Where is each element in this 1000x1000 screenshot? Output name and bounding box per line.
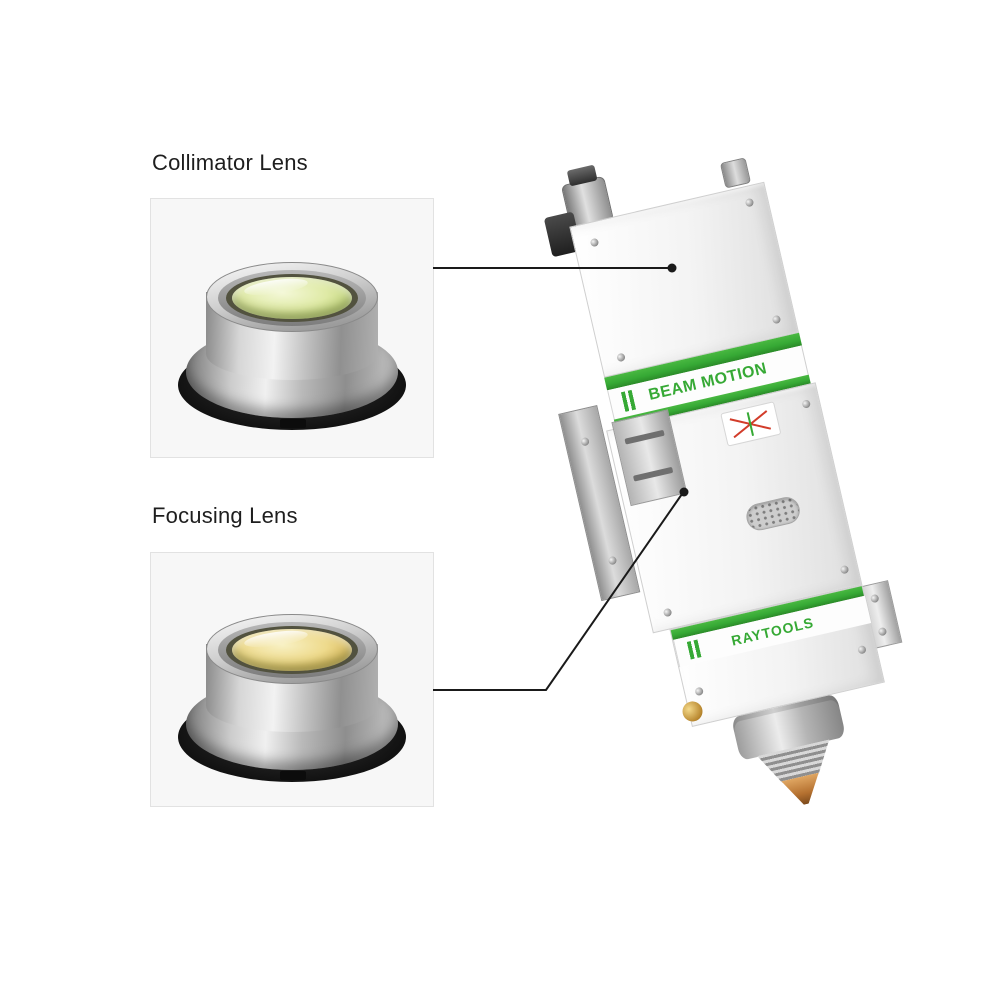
screw bbox=[771, 314, 782, 325]
focusing-lens-photo bbox=[150, 552, 434, 807]
screw bbox=[662, 607, 673, 618]
focusing-lens-image bbox=[176, 574, 408, 786]
lens-notch bbox=[280, 419, 306, 428]
screw bbox=[877, 626, 888, 637]
focusing-lens-label: Focusing Lens bbox=[152, 503, 298, 528]
screw bbox=[801, 399, 812, 409]
screw bbox=[694, 686, 704, 697]
screw bbox=[839, 564, 850, 575]
collimator-lens-label: Collimator Lens bbox=[152, 150, 308, 175]
screw bbox=[580, 436, 590, 447]
collimator-lens-image bbox=[176, 222, 408, 434]
screw bbox=[869, 593, 880, 604]
screw bbox=[589, 237, 600, 248]
top-port bbox=[719, 157, 752, 189]
screw bbox=[616, 352, 626, 363]
laser-head: BEAM MOTION RAYTOOLS bbox=[543, 149, 919, 839]
screw bbox=[607, 555, 618, 566]
collimator-lens-photo bbox=[150, 198, 434, 458]
fiber-connector-cap bbox=[566, 164, 598, 187]
screw bbox=[857, 644, 867, 655]
screw bbox=[744, 197, 755, 208]
lens-notch bbox=[280, 770, 306, 780]
